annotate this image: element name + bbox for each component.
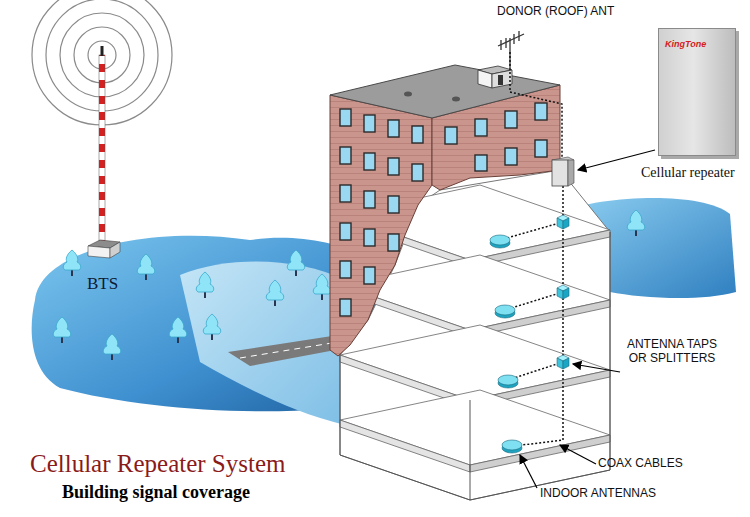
roof-room bbox=[478, 70, 492, 88]
tree bbox=[266, 280, 283, 306]
donor-antenna bbox=[498, 34, 524, 46]
antenna-label: INDOOR ANTENNAS bbox=[540, 487, 656, 501]
window bbox=[364, 191, 375, 208]
window bbox=[412, 126, 423, 143]
splitter bbox=[557, 285, 569, 299]
roof-room bbox=[492, 70, 512, 88]
indoor-antenna bbox=[502, 440, 522, 453]
splitter bbox=[557, 215, 569, 229]
repeater-cabinet: KingToneCellular repeater bbox=[658, 28, 736, 156]
road-marking bbox=[240, 342, 338, 358]
indoor-antenna bbox=[495, 305, 515, 318]
splitter bbox=[557, 355, 569, 369]
leader-arrow bbox=[573, 364, 620, 372]
building-frame bbox=[340, 355, 341, 455]
roof-vent bbox=[452, 97, 460, 102]
window bbox=[364, 153, 375, 170]
brand-label: KingTone bbox=[665, 39, 706, 49]
repeater-unit bbox=[568, 160, 574, 186]
building-frame bbox=[610, 232, 611, 470]
cabinet-caption: Cellular repeater bbox=[641, 165, 735, 181]
indoor-antenna bbox=[490, 235, 510, 248]
window bbox=[475, 155, 487, 171]
bts-label: BTS bbox=[87, 274, 118, 294]
window bbox=[535, 140, 547, 157]
coax-cable bbox=[510, 52, 562, 160]
window bbox=[445, 127, 457, 144]
window bbox=[388, 158, 399, 175]
window bbox=[340, 103, 547, 316]
tree bbox=[313, 274, 330, 300]
coax-cable bbox=[500, 222, 563, 240]
donor-antenna bbox=[518, 31, 519, 41]
tree bbox=[196, 272, 213, 298]
splitter bbox=[557, 215, 569, 369]
radio-mast bbox=[99, 55, 105, 247]
diagram-caption: Building signal coverage bbox=[62, 482, 250, 503]
window bbox=[340, 109, 351, 126]
window bbox=[340, 223, 351, 240]
window bbox=[505, 111, 517, 128]
cable-label: COAX CABLES bbox=[598, 457, 683, 471]
coax-cable bbox=[514, 186, 563, 446]
indoor-antenna bbox=[490, 235, 522, 453]
road bbox=[228, 336, 346, 366]
donor-antenna bbox=[505, 38, 506, 48]
floor-slab bbox=[340, 390, 610, 465]
floor-slab bbox=[470, 435, 610, 472]
window bbox=[364, 267, 375, 284]
window bbox=[340, 185, 351, 202]
window bbox=[340, 299, 351, 316]
window bbox=[388, 120, 399, 137]
bts-station: BTS bbox=[84, 238, 126, 294]
window bbox=[535, 103, 547, 120]
roof-door bbox=[498, 75, 503, 85]
leader-arrow bbox=[520, 150, 655, 488]
donor-antenna bbox=[500, 40, 501, 50]
tree bbox=[103, 334, 120, 360]
bts-hut-front bbox=[88, 246, 110, 258]
mast-tip bbox=[101, 46, 104, 56]
diagram-title: Cellular Repeater System bbox=[30, 450, 285, 479]
brick-wall-left bbox=[330, 95, 432, 356]
ground-middle bbox=[180, 262, 345, 425]
roof-vent bbox=[404, 92, 412, 97]
building-frame bbox=[470, 400, 471, 500]
window bbox=[475, 119, 487, 136]
tree bbox=[203, 314, 220, 340]
repeater-unit bbox=[552, 160, 568, 186]
tree bbox=[627, 210, 644, 236]
floor-slab bbox=[340, 420, 470, 472]
splitter-label: ANTENNA TAPS OR SPLITTERS bbox=[618, 338, 726, 366]
tree bbox=[53, 317, 70, 343]
window bbox=[388, 234, 399, 251]
tree bbox=[169, 317, 186, 343]
window bbox=[505, 148, 517, 165]
window bbox=[340, 261, 351, 278]
window bbox=[388, 196, 399, 213]
window bbox=[364, 229, 375, 246]
tree bbox=[137, 254, 154, 280]
window bbox=[412, 164, 423, 181]
tree bbox=[63, 250, 80, 276]
donor-antenna bbox=[513, 34, 514, 44]
indoor-antenna bbox=[498, 375, 518, 388]
antenna-label: DONOR (ROOF) ANT bbox=[497, 5, 614, 19]
tree bbox=[287, 250, 304, 276]
floor-slab bbox=[340, 325, 610, 400]
leader-arrow bbox=[520, 455, 537, 488]
bts-hut-side bbox=[110, 242, 120, 258]
window bbox=[364, 115, 375, 132]
window bbox=[340, 147, 351, 164]
donor-antenna bbox=[498, 31, 524, 68]
leader-arrow bbox=[560, 445, 596, 464]
roof bbox=[330, 65, 560, 118]
